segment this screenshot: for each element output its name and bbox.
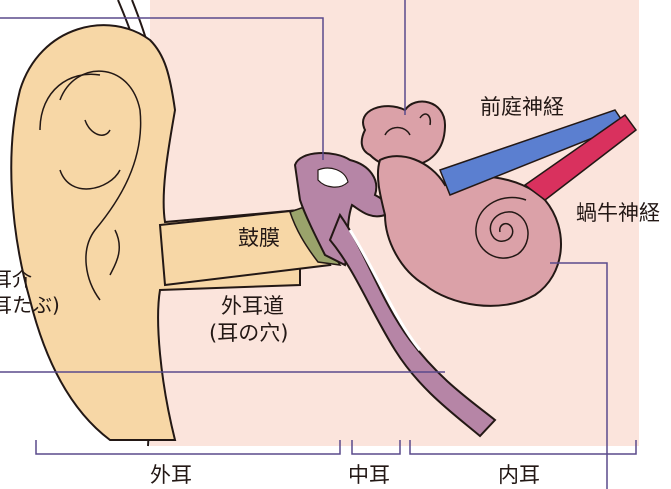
outer-ear-label: 外耳 (150, 463, 192, 487)
cochlear-nerve-label: 蝸牛神経 (576, 201, 660, 225)
pinna-label-line1: 耳介 (0, 267, 32, 291)
pinna-label-line2: 耳たぶ) (0, 293, 60, 317)
ear-canal-label-line2: (耳の穴) (209, 321, 288, 345)
eardrum-label: 鼓膜 (238, 226, 280, 250)
inner-ear-label: 内耳 (498, 463, 540, 487)
vestibular-nerve-label: 前庭神経 (480, 95, 564, 119)
ear-canal-label-line1: 外耳道 (221, 294, 284, 318)
middle-ear-label: 中耳 (348, 463, 390, 487)
